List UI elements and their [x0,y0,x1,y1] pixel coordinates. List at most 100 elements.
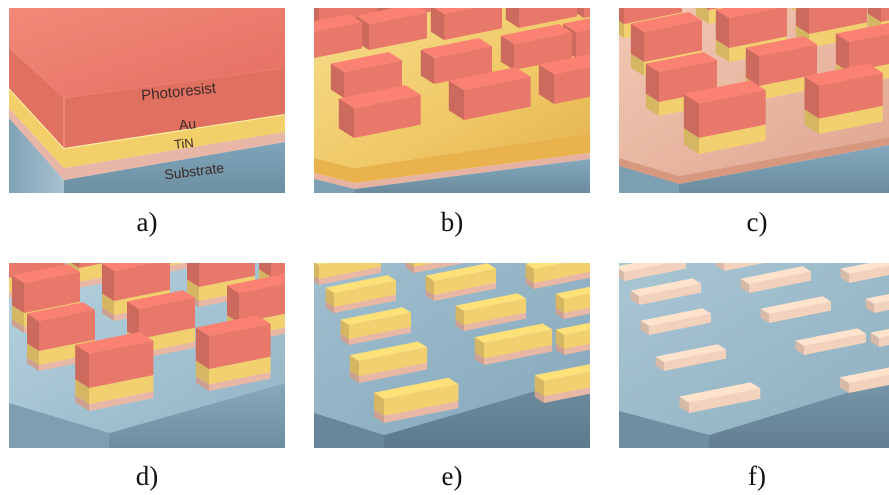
block4-layer0-side [505,8,519,28]
block2-layer0-side [695,8,709,24]
block6-layer2-top [102,263,154,271]
block11-layer1-top [804,63,883,86]
block4-layer0-front [519,8,577,28]
block4-layer0-front [849,266,889,283]
block3-layer0-side [619,268,624,281]
block10-layer0-top [870,329,889,338]
block12-layer0-side [349,370,359,383]
block4-layer1-front [624,8,682,24]
block7-layer2-top [12,264,80,283]
block11-layer0-front [434,46,492,84]
block15-layer0-top [338,85,421,109]
block14-layer0-top [448,67,531,91]
block9-layer2-side [127,301,139,339]
block8-layer0-front [769,301,831,323]
block11-layer0-top [795,328,866,346]
block12-layer1-side [75,379,89,405]
block3-layer2-front [271,263,285,277]
block2-layer2-side [71,263,79,268]
caption-e: e) [441,461,463,491]
block5-layer0-front [434,282,496,301]
block7-layer1-front [644,20,702,62]
block14-layer0-top [679,382,761,403]
panel-d [9,263,285,448]
block14-layer0-side [679,396,689,413]
block11-layer1-front [819,72,883,119]
block9-layer0-front [759,74,817,100]
caption-d: d) [135,461,159,491]
block4-layer0-side [619,20,624,38]
block14-layer0-side [373,409,384,423]
block8-layer1-top [835,22,889,42]
block12-layer0-top [655,344,726,362]
block11-layer2-side [195,327,209,369]
block9-layer1-top [745,36,817,56]
block12-layer0-front [664,349,726,371]
block12-layer0-side [683,128,699,154]
block6-layer0-side [102,307,114,321]
caption-a: a) [136,207,158,237]
block7-layer1-front [564,293,590,313]
block12-layer0-front [699,124,766,154]
block8-layer0-top [562,18,590,32]
block9-layer1-front [349,312,411,339]
block5-layer1-front [434,268,496,295]
block10-layer1-side [27,343,39,365]
block8-layer1-front [464,298,526,325]
block11-layer1-front [484,329,553,359]
block9-layer0-side [640,320,649,335]
block12-layer1-side [349,355,359,377]
block10-layer0-side [555,343,564,355]
block9-layer1-side [340,319,349,339]
block9-layer0-front [349,326,411,345]
block10-layer1-side [555,329,564,349]
block12-layer1-front [359,347,428,377]
block15-layer0-front [354,94,421,138]
block12-layer1-front [699,90,766,138]
block7-layer0-front [564,307,590,319]
photoresist-layer [9,48,285,148]
block4-layer1-side [525,263,534,283]
block14-layer1-top [373,377,459,399]
block8-layer0-side [760,308,769,323]
block3-layer1-side [314,263,319,279]
block3-layer0-top [619,263,669,272]
block14-layer0-side [448,80,464,120]
block10-layer1-top [555,322,590,335]
block8-layer1-side [835,33,849,72]
block11-layer0-front [804,333,866,355]
block5-layer0-top [740,266,811,284]
block9-layer1-top [340,307,411,325]
block5-layer0-side [740,278,749,293]
block6-layer0-side [630,290,639,305]
block4-layer0-side [525,277,534,289]
block14-layer0-front [464,76,531,120]
block6-layer0-front [334,294,396,313]
block14-layer0-front [384,400,459,423]
block10-layer0-side [27,357,39,371]
block8-layer2-front [239,283,285,323]
block8-layer2-side [227,285,239,323]
block7-layer1-side [12,305,24,327]
block12-layer0-front [359,362,428,383]
caption-f: f) [748,461,766,491]
block11-layer0-front [209,372,271,391]
block12-layer0-side [330,63,344,98]
block10-layer1-front [564,329,590,349]
block7-layer1-side [630,23,644,62]
block8-layer2-top [227,274,285,293]
block7-layer0-side [12,319,24,333]
block3-layer0-front [319,266,381,285]
block11-layer0-side [795,340,804,355]
block5-layer1-side [187,279,199,301]
block12-layer0-front [344,60,402,98]
block7-layer0-top [355,8,427,24]
block11-layer2-top [195,315,271,336]
tin-structures-illustration [619,263,889,448]
block8-layer1-front [849,33,889,72]
caption-b: b) [440,207,464,237]
block3-layer0-side [314,275,319,285]
block2-layer0-side [405,263,414,273]
block5-layer1-front [809,8,867,34]
block14-layer0-front [689,388,761,413]
